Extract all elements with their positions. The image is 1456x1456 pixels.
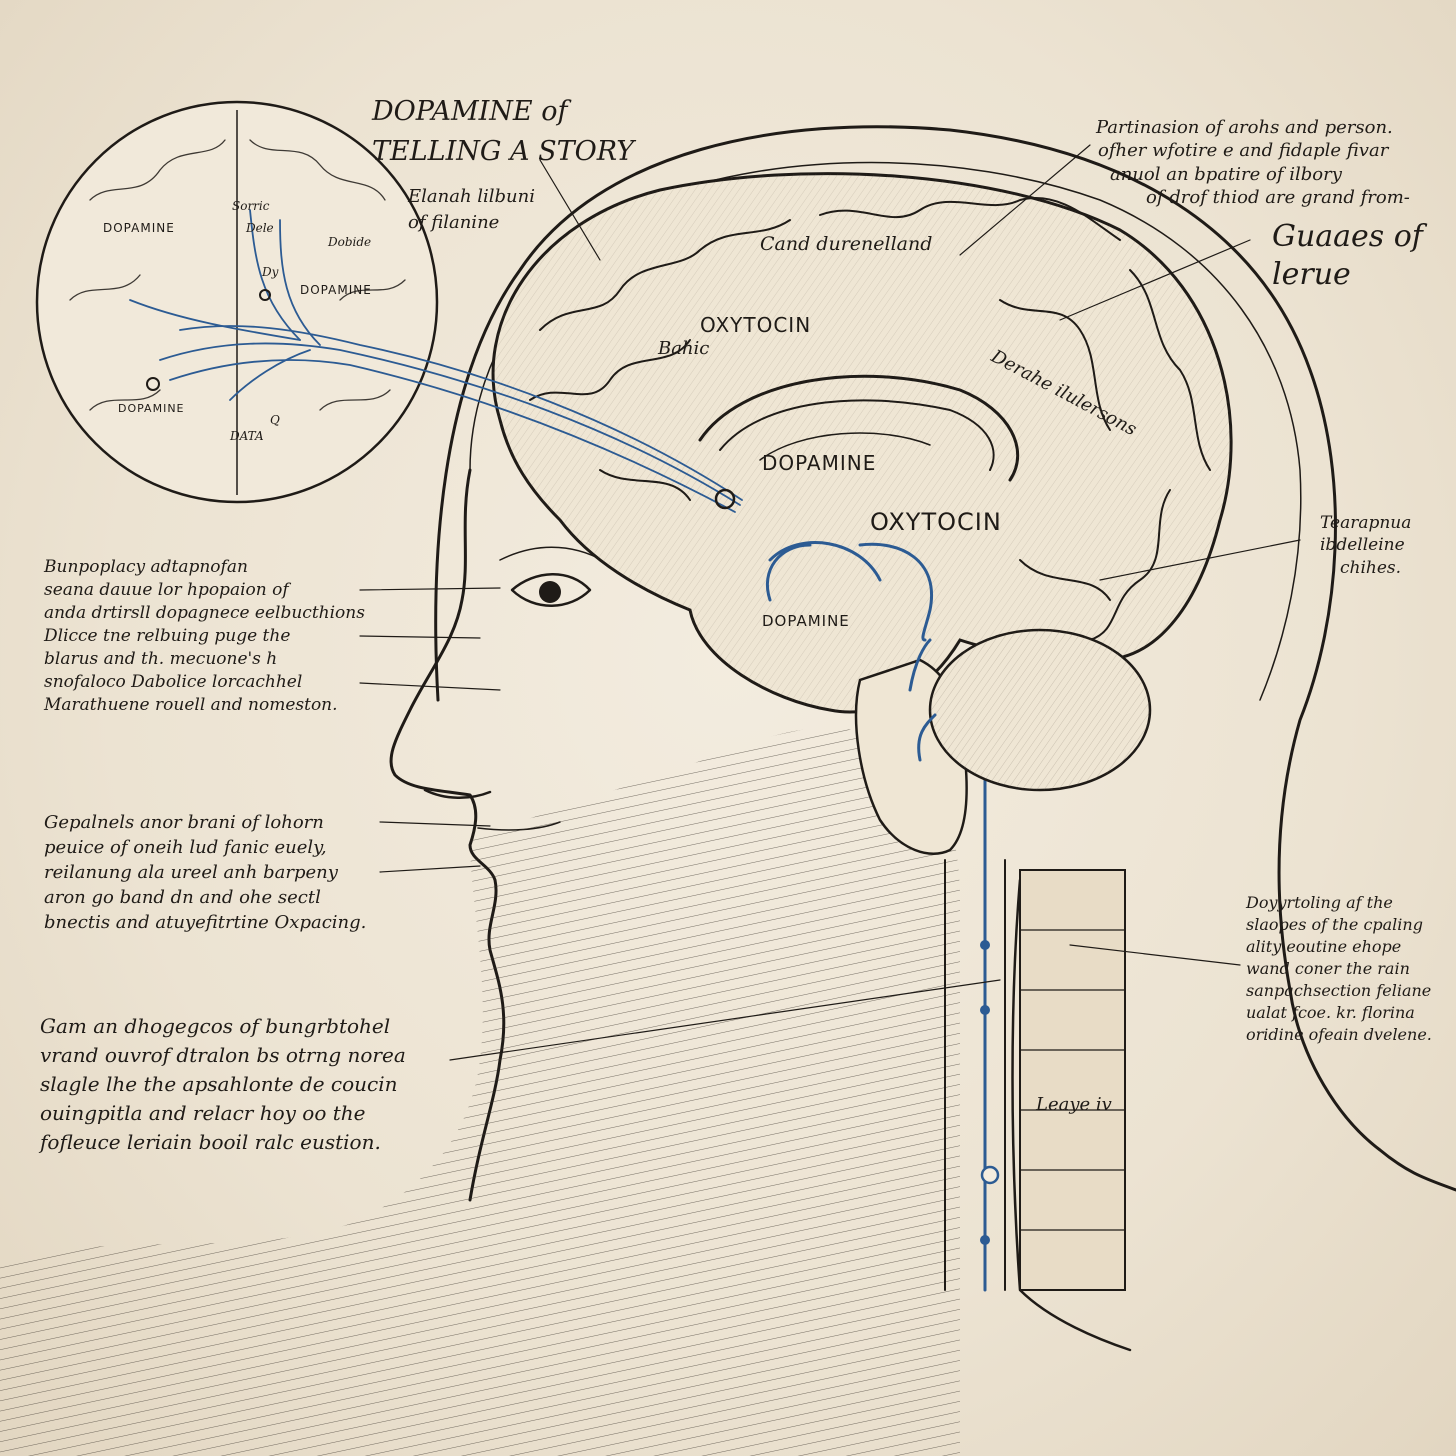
- right-note-line: slaopes of the cpaling: [1246, 914, 1432, 936]
- header-note-right: Partinasion of arohs and person. ofher w…: [1096, 116, 1410, 210]
- oxytocin-mid-label: OXYTOCIN: [870, 508, 1002, 536]
- title-line-1: DOPAMINE of: [371, 96, 571, 127]
- left-note-3-line: vrand ouvrof dtralon bs otrng norea: [40, 1041, 406, 1070]
- right-note-line: ality eoutine ehope: [1246, 936, 1432, 958]
- right-note-line: Doyyrtoling af the: [1246, 892, 1432, 914]
- right-note: Doyyrtoling af the slaopes of the cpalin…: [1246, 892, 1432, 1046]
- tear-label-3: chihes.: [1340, 558, 1401, 578]
- dopamine-mid-label: DOPAMINE: [762, 451, 876, 475]
- right-note-line: ualat fcoe. kr. florina: [1246, 1002, 1432, 1024]
- left-note-3-line: ouingpitla and relacr hoy oo the: [40, 1099, 406, 1128]
- left-note-1-line: seana dauue lor hpopaion of: [44, 579, 365, 602]
- inset-label-9: Q: [270, 413, 280, 427]
- right-note-line: oridine ofeain dvelene.: [1246, 1024, 1432, 1046]
- left-note-2-line: aron go band dn and ohe sectl: [44, 885, 366, 910]
- inset-label-1: DOPAMINE: [103, 221, 175, 235]
- inset-label-8: DATA: [229, 429, 264, 443]
- left-note-1-line: snofaloco Dabolice lorcachhel: [44, 671, 365, 694]
- bahic-label: Bahic: [657, 338, 709, 359]
- oxytocin-top-label: OXYTOCIN: [700, 313, 811, 337]
- right-note-line: wand coner the rain: [1246, 958, 1432, 980]
- left-note-1-line: Bunpoplacy adtapnofan: [44, 556, 365, 579]
- left-note-2-line: reilanung ala ureel anh barpeny: [44, 860, 366, 885]
- elanah-label: Elanah lilbuni: [407, 186, 535, 207]
- left-note-3-line: slagle lhe the apsahlonte de coucin: [40, 1070, 406, 1099]
- brain: [493, 174, 1231, 854]
- header-note-line: Partinasion of arohs and person.: [1096, 116, 1410, 139]
- leaye-label: Leaye iv: [1035, 1094, 1112, 1115]
- left-note-3: Gam an dhogegcos of bungrbtohel vrand ou…: [40, 1012, 406, 1157]
- left-note-1-line: anda drtirsll dopagnece eelbucthions: [44, 602, 365, 625]
- inset-label-2: Sorric: [232, 199, 270, 213]
- left-note-1-line: Marathuene rouell and nomeston.: [44, 694, 365, 717]
- inset-label-4: DOPAMINE: [300, 283, 372, 297]
- header-note-line: ofher wfotire e and fidaple fivar: [1096, 139, 1410, 162]
- dopamine-low-label: DOPAMINE: [762, 612, 850, 630]
- spine: [1020, 870, 1125, 1290]
- tear-label-1: Tearapnua: [1320, 513, 1411, 533]
- elanah-label-2: of filanine: [408, 212, 499, 233]
- left-note-3-line: fofleuce leriain booil ralc eustion.: [40, 1128, 406, 1157]
- left-note-1: Bunpoplacy adtapnofan seana dauue lor hp…: [44, 556, 365, 717]
- left-note-2: Gepalnels anor brani of lohorn peuice of…: [44, 810, 366, 935]
- right-note-line: sanpachsection feliane: [1246, 980, 1432, 1002]
- header-note-line: of drof thiod are grand from-: [1096, 186, 1410, 209]
- header-note-line: anuol an bpatire of ilbory: [1096, 163, 1410, 186]
- inset-label-3: Dele: [245, 221, 274, 235]
- left-note-2-line: bnectis and atuyefitrtine Oxpacing.: [44, 910, 366, 935]
- left-note-1-line: blarus and th. mecuone's h: [44, 648, 365, 671]
- left-note-1-line: Dlicce tne relbuing puge the: [44, 625, 365, 648]
- guaaes-label-1: Guaaes of: [1272, 219, 1428, 254]
- title-line-2: TELLING A STORY: [372, 136, 636, 167]
- inset-label-5: Dobide: [327, 235, 371, 249]
- left-note-3-line: Gam an dhogegcos of bungrbtohel: [40, 1012, 406, 1041]
- cand-label: Cand durenelland: [760, 233, 932, 255]
- left-note-2-line: peuice of oneih lud fanic euely,: [44, 835, 366, 860]
- tear-label-2: ibdelleine: [1320, 535, 1405, 555]
- left-note-2-line: Gepalnels anor brani of lohorn: [44, 810, 366, 835]
- inset-label-6: DOPAMINE: [118, 402, 185, 415]
- guaaes-label-2: lerue: [1272, 257, 1351, 292]
- inset-label-7: Dy: [261, 265, 279, 279]
